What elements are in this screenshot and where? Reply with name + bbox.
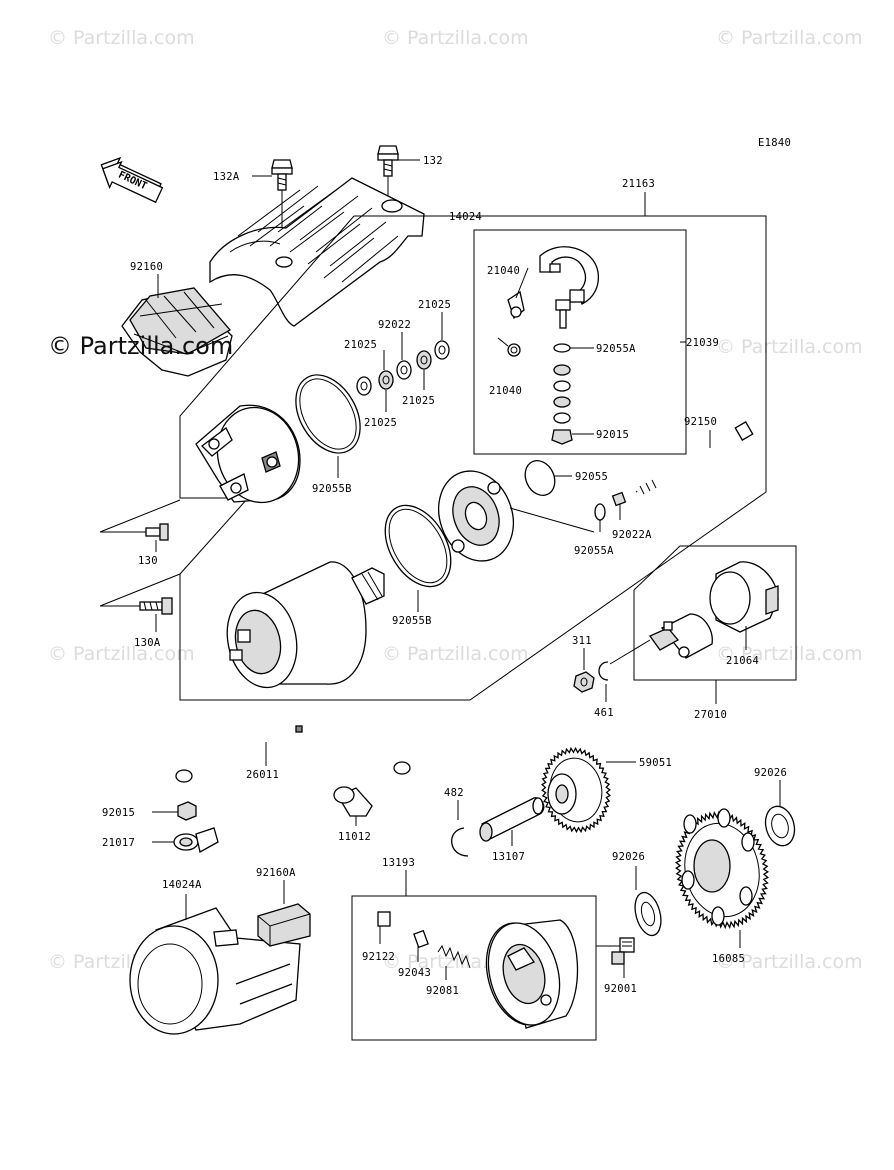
watermark: © Partzilla.com [48,643,195,665]
label-21025-b: 21025 [344,339,377,351]
label-92022: 92022 [378,319,411,331]
label-482: 482 [444,787,464,799]
end-cover [195,404,301,504]
label-13193: 13193 [382,857,415,869]
diagram-code: E1840 [758,137,791,149]
label-92081: 92081 [426,985,459,997]
bolt-130a [139,597,173,615]
watermark: © Partzilla.com [48,27,195,49]
label-21064: 21064 [726,655,759,667]
label-92015-bot: 92015 [102,807,135,819]
through-bolt-92150 [635,421,754,495]
label-92055a-top: 92055A [596,343,636,355]
lower-cover-14024a [129,907,301,1035]
label-92043: 92043 [398,967,431,979]
relay-box-27010 [633,545,797,681]
o-ring-92055a [594,503,606,521]
assembly-outline-21163 [179,215,767,701]
label-21017: 21017 [102,837,135,849]
washer-stack [551,343,573,445]
label-11012: 11012 [338,831,371,843]
watermark: © Partzilla.com [382,643,529,665]
label-21025-d: 21025 [364,417,397,429]
label-130a: 130A [134,637,161,649]
idle-gear-59051 [541,746,611,834]
o-ring-92055 [524,459,556,497]
terminal-21017 [173,827,219,853]
label-21040-b: 21040 [489,385,522,397]
watermark: © Partzilla.com [716,27,863,49]
label-14024: 14024 [449,211,482,223]
clip-482 [451,827,469,857]
clip-461 [598,661,609,681]
label-92160: 92160 [130,261,163,273]
label-132a: 132A [213,171,240,183]
label-27010: 27010 [694,709,727,721]
front-bracket [438,470,514,562]
label-92122: 92122 [362,951,395,963]
clutch-box-13193 [351,895,597,1041]
o-ring-92055b-lower [384,504,452,588]
label-26011: 26011 [246,769,279,781]
starter-gear-16085 [674,808,770,930]
brush-spring [497,337,521,357]
label-59051: 59051 [639,757,672,769]
starter-relay [649,613,713,659]
starter-motor-body [226,561,385,689]
cable-26011 [175,725,411,783]
label-92026-m: 92026 [612,851,645,863]
one-way-clutch [485,919,579,1029]
label-311: 311 [572,635,592,647]
watermark-prominent: © Partzilla.com [48,332,233,360]
starter-cover-14024 [209,177,425,327]
label-130: 130 [138,555,158,567]
label-461: 461 [594,707,614,719]
rubber-pad-92160 [121,287,233,377]
label-92150: 92150 [684,416,717,428]
nut-92015 [177,801,197,821]
roller-92122 [377,911,391,927]
label-92160a: 92160A [256,867,296,879]
label-21025-c: 21025 [402,395,435,407]
label-16085: 16085 [712,953,745,965]
label-21163: 21163 [622,178,655,190]
label-21040-a: 21040 [487,265,520,277]
label-92055b-a: 92055B [312,483,352,495]
label-13107: 13107 [492,851,525,863]
bolt-132a [271,159,293,191]
watermark: © Partzilla.com [716,643,863,665]
spring-92081 [437,944,471,969]
washer-92022a [611,491,627,507]
label-92022a: 92022A [612,529,652,541]
label-92055: 92055 [575,471,608,483]
washer-92026 [764,805,796,847]
bolt-132 [377,145,399,177]
washers-21025 [356,340,450,396]
brush-spring [507,290,525,320]
nut-311 [573,671,595,693]
terminal-cap-11012 [333,786,373,817]
bolt-130 [145,523,169,541]
label-132: 132 [423,155,443,167]
washer-92026-mid [634,891,662,937]
shaft-13107 [479,797,545,842]
label-14024a: 14024A [162,879,202,891]
label-92001: 92001 [604,983,637,995]
plunger-92043 [413,929,429,949]
watermark: © Partzilla.com [716,951,863,973]
label-21025-a: 21025 [418,299,451,311]
front-arrow-icon: FRONT [100,156,164,204]
relay-cover-21064 [709,561,779,633]
pad-92160a [257,903,311,947]
label-92055a-mid: 92055A [574,545,614,557]
label-21039: 21039 [686,337,719,349]
label-92026-r: 92026 [754,767,787,779]
label-92015-top: 92015 [596,429,629,441]
watermark: © Partzilla.com [716,336,863,358]
label-92055b-b: 92055B [392,615,432,627]
watermark: © Partzilla.com [382,27,529,49]
brush-plate [539,246,600,329]
bolt-92001 [611,937,635,965]
